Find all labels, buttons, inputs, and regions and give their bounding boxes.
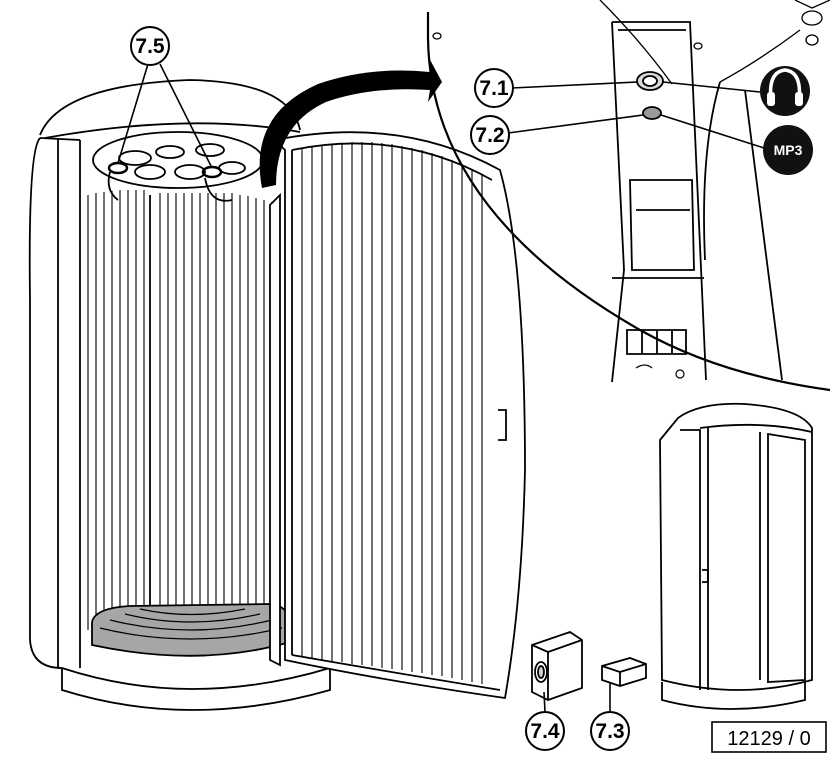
control-panel-detail [426,0,830,392]
callout-7-1: 7.1 [474,68,514,108]
headphones-icon [760,66,810,116]
main-booth [28,79,526,711]
figure-reference: 12129 / 0 [711,721,827,753]
callout-7-1-label: 7.1 [479,77,509,100]
booth-canopy [39,79,301,202]
connector-box [601,657,647,687]
booth-left-panel [28,137,81,669]
booth-base [61,667,331,711]
zoom-arrow [259,56,442,188]
callout-7-2-label: 7.2 [475,124,504,147]
headphone-jack [636,71,664,91]
callout-7-2: 7.2 [470,115,510,155]
callout-7-4: 7.4 [525,711,565,751]
callout-7-5-label: 7.5 [135,35,165,58]
booth-interior-tubes [87,190,273,630]
speaker-box [531,631,583,701]
callout-7-3-label: 7.3 [595,720,624,743]
mp3-icon-label: MP3 [774,142,803,158]
callout-7-3: 7.3 [590,711,630,751]
callout-7-5: 7.5 [130,26,170,66]
callout-7-4-label: 7.4 [530,720,560,743]
mp3-icon: MP3 [763,125,813,175]
booth-open-door [269,131,526,700]
mp3-jack [642,106,662,120]
booth-floor-mat [91,603,291,657]
closed-booth-thumbnail [659,402,813,710]
leader-lines [117,63,765,713]
figure-reference-label: 12129 / 0 [727,728,810,750]
